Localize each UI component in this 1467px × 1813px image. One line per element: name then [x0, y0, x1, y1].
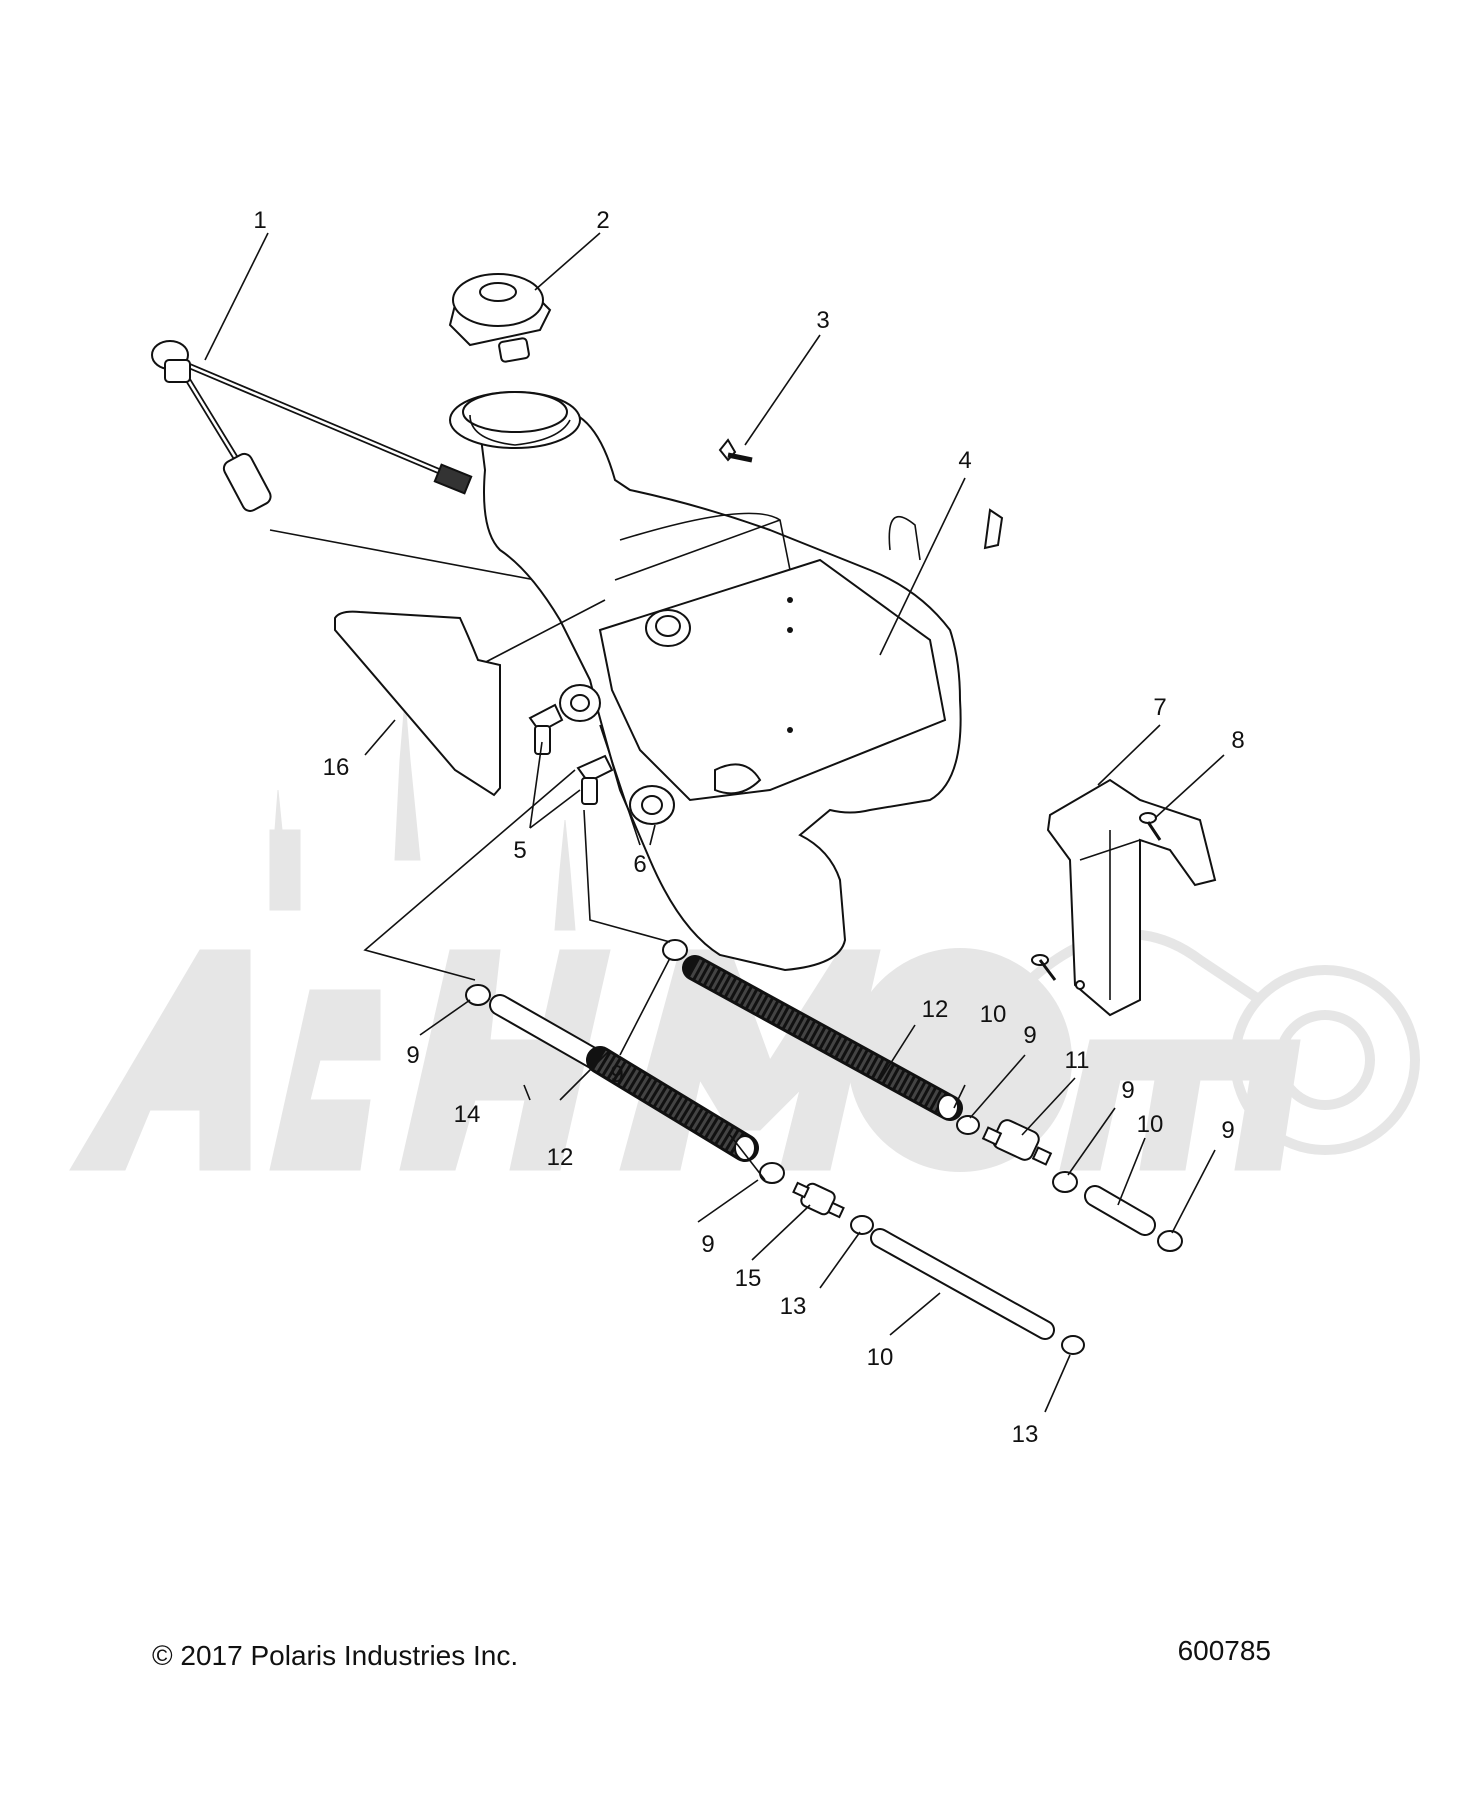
- callout-9e: 9: [1121, 1077, 1134, 1104]
- clamp-9f: [1157, 1230, 1183, 1252]
- bolt-part-8: [1031, 812, 1162, 981]
- callout-13b: 13: [1012, 1421, 1039, 1448]
- rivet-part-3: [718, 438, 753, 463]
- callout-9b: 9: [610, 1061, 623, 1088]
- leader-lines: [204, 232, 1225, 1413]
- callout-7: 7: [1153, 694, 1166, 721]
- fuel-sender-part-1: [151, 340, 616, 596]
- hose-part-10-short: [1084, 1185, 1156, 1236]
- callout-10c: 10: [867, 1344, 894, 1371]
- callout-9a: 9: [406, 1042, 419, 1069]
- bracket-part-7: [1046, 778, 1217, 1017]
- clamp-13b: [1061, 1335, 1085, 1355]
- callout-1: 1: [253, 207, 266, 234]
- callout-6: 6: [633, 851, 646, 878]
- clamp-9c: [759, 1162, 785, 1184]
- callout-15: 15: [735, 1265, 762, 1292]
- callout-14: 14: [454, 1101, 481, 1128]
- callout-9d: 9: [1023, 1022, 1036, 1049]
- callout-8: 8: [1231, 727, 1244, 754]
- fitting-part-5: [528, 703, 614, 805]
- fuel-tank-part-4: [449, 391, 1004, 972]
- copyright-notice: © 2017 Polaris Industries Inc.: [152, 1640, 519, 1671]
- callout-9f: 9: [1221, 1117, 1234, 1144]
- callout-10a: 10: [980, 1001, 1007, 1028]
- ribbed-hose-part-12-lower: [586, 1046, 759, 1162]
- clamps: [465, 939, 1183, 1355]
- callout-4: 4: [958, 447, 971, 474]
- watermark: [69, 699, 1420, 1172]
- clamp-9a: [465, 984, 491, 1006]
- callout-9c: 9: [701, 1231, 714, 1258]
- ribbed-hose-part-12-upper: [682, 955, 963, 1121]
- callout-10b: 10: [1137, 1111, 1164, 1138]
- hose-part-10-long: [870, 1228, 1055, 1340]
- shield-pad-part-16: [334, 610, 501, 797]
- callout-12b: 12: [547, 1144, 574, 1171]
- clamp-9b: [662, 939, 688, 961]
- callout-16: 16: [323, 754, 350, 781]
- callout-5: 5: [513, 837, 526, 864]
- grommet-part-6: [559, 684, 675, 825]
- diagram-number: 600785: [1177, 1635, 1271, 1666]
- fuel-cap-part-2: [448, 273, 552, 363]
- callout-3: 3: [816, 307, 829, 334]
- callout-13a: 13: [780, 1293, 807, 1320]
- valve-part-15: [792, 1181, 845, 1219]
- callout-12a: 12: [922, 996, 949, 1023]
- clamp-13a: [850, 1215, 874, 1235]
- callout-2: 2: [596, 207, 609, 234]
- clamp-9e: [1052, 1171, 1078, 1193]
- callout-11: 11: [1065, 1047, 1090, 1074]
- callout-labels: 1 2 3 4 5 6 7 8 9 9 9 9 9 9 10 10 10 11 …: [253, 207, 1244, 1448]
- clamp-9d: [956, 1115, 980, 1135]
